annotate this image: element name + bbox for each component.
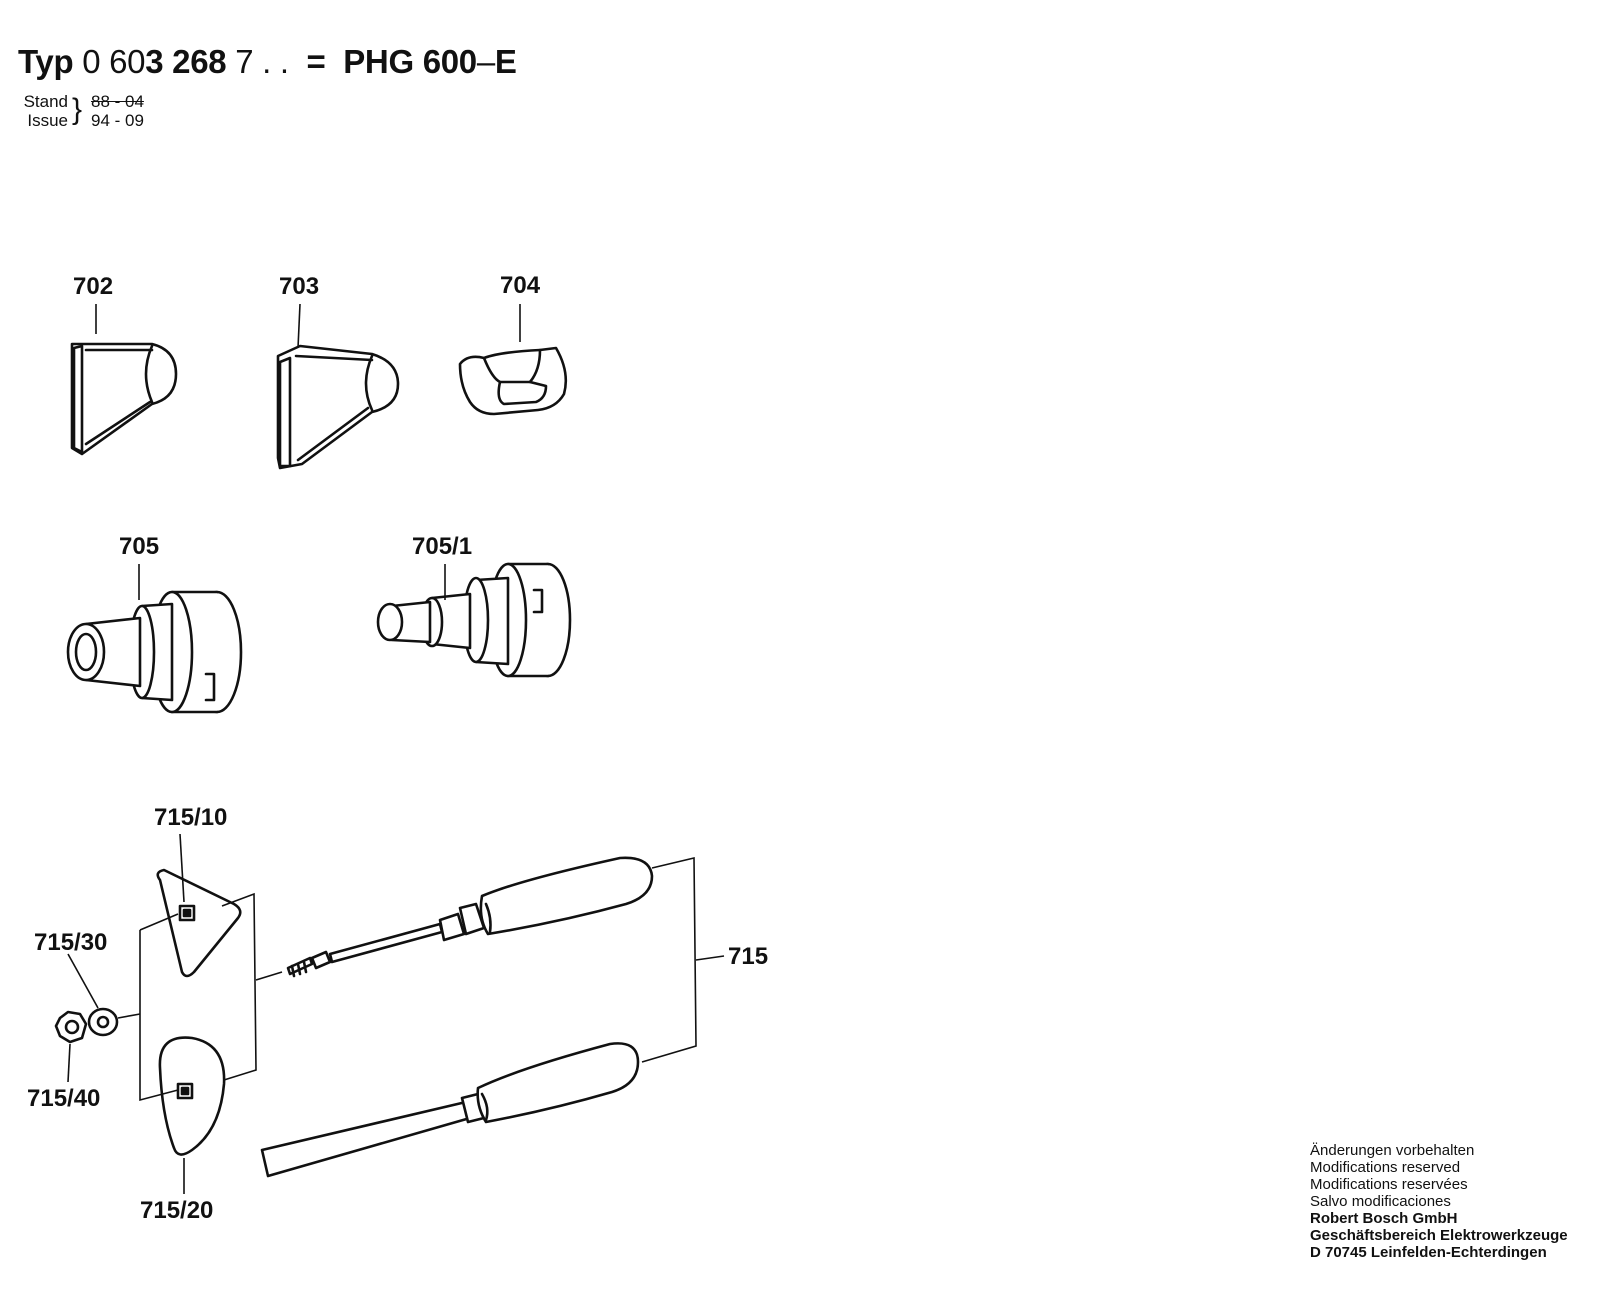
issue-value: 94 - 09 — [91, 111, 144, 130]
part-label-704: 704 — [500, 272, 541, 299]
company-name: Robert Bosch GmbH — [1310, 1210, 1458, 1227]
company-address: D 70745 Leinfelden-Echterdingen — [1310, 1244, 1547, 1261]
stand-value: 88 - 04 — [91, 92, 144, 111]
part-705-reducer-nozzle-drawing — [66, 590, 243, 714]
document-title: Typ 0 603 268 7 . . = PHG 600–E — [18, 40, 517, 84]
part-label-715-20: 715/20 — [140, 1197, 214, 1224]
part-715-20-drop-blade-drawing — [158, 1036, 226, 1156]
part-715-scraper-handle-drawing — [286, 856, 654, 978]
notice-line-en: Modifications reserved — [1310, 1159, 1461, 1176]
company-division: Geschäftsbereich Elektrowerkzeuge — [1310, 1227, 1568, 1244]
part-705-1-reducer-nozzle-drawing — [376, 562, 572, 678]
typ-code: 3 268 — [145, 43, 227, 80]
typ-label: Typ — [18, 43, 74, 80]
issue-label: Issue — [27, 111, 68, 130]
part-702-flat-nozzle-drawing — [70, 342, 178, 456]
part-715-40-nut-drawing — [54, 1010, 88, 1044]
notice-line-de: Änderungen vorbehalten — [1310, 1142, 1475, 1159]
revision-brace: } — [72, 93, 83, 126]
part-703-angled-nozzle-drawing — [276, 344, 400, 470]
typ-prefix: 0 60 — [82, 43, 146, 80]
model-name: PHG 600 — [343, 43, 477, 80]
part-label-715-10: 715/10 — [154, 804, 228, 831]
leader-lines — [67, 303, 725, 1194]
part-label-702: 702 — [73, 273, 114, 300]
notice-line-es: Salvo modificaciones — [1310, 1193, 1451, 1210]
revision-labels: Stand Issue — [20, 92, 68, 130]
part-715-putty-knife-drawing — [260, 1042, 640, 1178]
stand-label: Stand — [23, 92, 68, 111]
revision-values: 88 - 04 94 - 09 — [91, 92, 144, 130]
notice-line-fr: Modifications reservées — [1310, 1176, 1468, 1193]
model-dash: – — [476, 43, 495, 80]
footer-notice: Änderungen vorbehalten Modifications res… — [1310, 1142, 1568, 1261]
model-variant: E — [494, 43, 517, 80]
part-label-703: 703 — [279, 273, 320, 300]
part-715-10-triangle-blade-drawing — [156, 868, 242, 978]
part-label-715-30: 715/30 — [34, 929, 108, 956]
equals-sign: = — [306, 43, 326, 80]
part-label-715-40: 715/40 — [27, 1085, 101, 1112]
part-704-reflector-nozzle-drawing — [458, 346, 568, 416]
typ-suffix: 7 . . — [235, 43, 289, 80]
part-label-715: 715 — [728, 943, 769, 970]
part-label-705: 705 — [119, 533, 160, 560]
part-715-30-washer-drawing — [87, 1007, 119, 1037]
part-label-705-1: 705/1 — [412, 533, 473, 560]
